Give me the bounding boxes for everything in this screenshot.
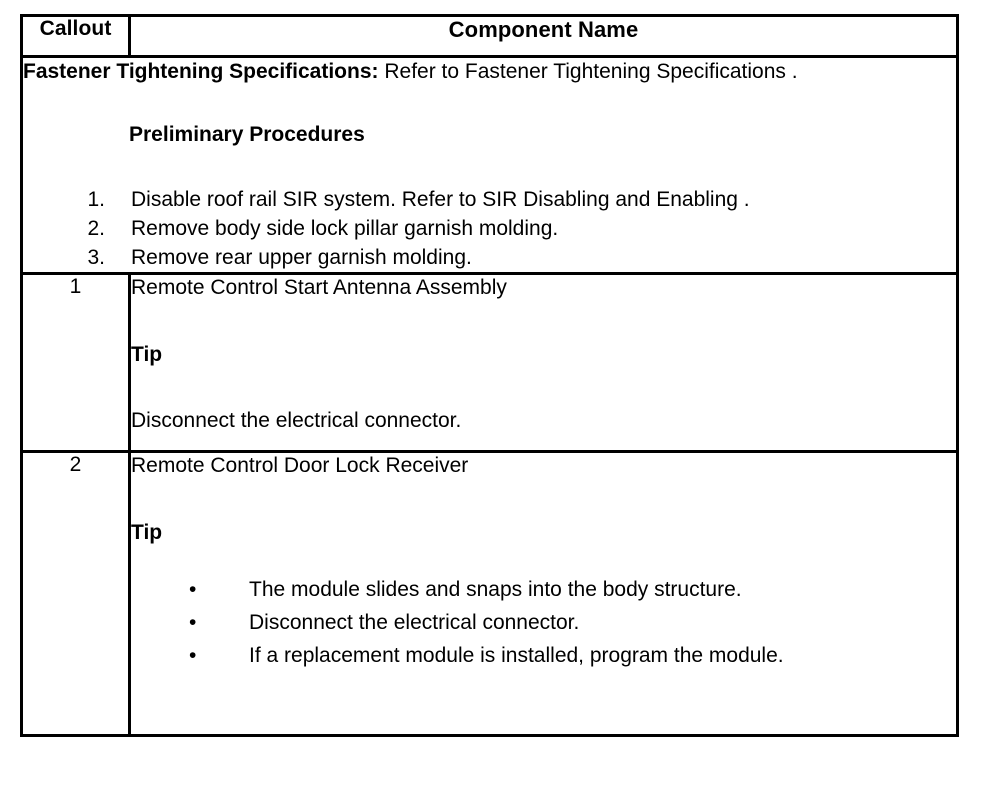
step-number: 1. xyxy=(87,188,105,211)
table-row: 2 Remote Control Door Lock Receiver Tip … xyxy=(20,450,959,737)
table-row: 1 Remote Control Start Antenna Assembly … xyxy=(20,272,959,453)
preliminary-procedures-heading: Preliminary Procedures xyxy=(129,123,365,146)
list-item: 1. Disable roof rail SIR system. Refer t… xyxy=(23,185,956,214)
list-item: • If a replacement module is installed, … xyxy=(131,639,956,672)
callout-number-2: 2 xyxy=(20,450,131,737)
step-number: 3. xyxy=(87,246,105,269)
step-text: Remove rear upper garnish molding. xyxy=(131,246,472,269)
header-component-name: Component Name xyxy=(128,14,959,58)
bullet-text: Disconnect the electrical connector. xyxy=(249,611,580,634)
list-item: 2. Remove body side lock pillar garnish … xyxy=(23,214,956,243)
component-cell-1: Remote Control Start Antenna Assembly Ti… xyxy=(128,272,959,453)
table-header-row: Callout Component Name xyxy=(20,14,959,58)
preliminary-procedures-cell: Fastener Tightening Specifications: Refe… xyxy=(20,55,959,275)
bullet-text: If a replacement module is installed, pr… xyxy=(249,644,784,667)
step-text: Remove body side lock pillar garnish mol… xyxy=(131,217,559,240)
preliminary-procedures-row: Fastener Tightening Specifications: Refe… xyxy=(20,55,959,275)
fastener-spec-label: Fastener Tightening Specifications: xyxy=(23,60,379,83)
callout-number-1: 1 xyxy=(20,272,131,453)
step-number: 2. xyxy=(87,217,105,240)
bullet-icon: • xyxy=(189,611,197,634)
bullet-text: The module slides and snaps into the bod… xyxy=(249,578,742,601)
list-item: 3. Remove rear upper garnish molding. xyxy=(23,243,956,272)
component-callout-table: Callout Component Name Fastener Tighteni… xyxy=(20,14,959,737)
bullet-icon: • xyxy=(189,578,197,601)
component-title: Remote Control Start Antenna Assembly xyxy=(131,276,507,299)
list-item: • The module slides and snaps into the b… xyxy=(131,573,956,606)
fastener-spec-line: Fastener Tightening Specifications: Refe… xyxy=(23,58,956,85)
component-cell-2: Remote Control Door Lock Receiver Tip • … xyxy=(128,450,959,737)
bullet-icon: • xyxy=(189,644,197,667)
tip-heading: Tip xyxy=(131,521,163,544)
preliminary-steps-list: 1. Disable roof rail SIR system. Refer t… xyxy=(23,185,956,272)
tip-heading: Tip xyxy=(131,343,163,366)
tip-text: Disconnect the electrical connector. xyxy=(131,409,462,432)
list-item: • Disconnect the electrical connector. xyxy=(131,606,956,639)
step-text: Disable roof rail SIR system. Refer to S… xyxy=(131,188,750,211)
header-callout: Callout xyxy=(20,14,131,58)
component-title: Remote Control Door Lock Receiver xyxy=(131,454,469,477)
tip-bullet-list: • The module slides and snaps into the b… xyxy=(131,573,956,672)
fastener-spec-text: Refer to Fastener Tightening Specificati… xyxy=(378,60,798,83)
